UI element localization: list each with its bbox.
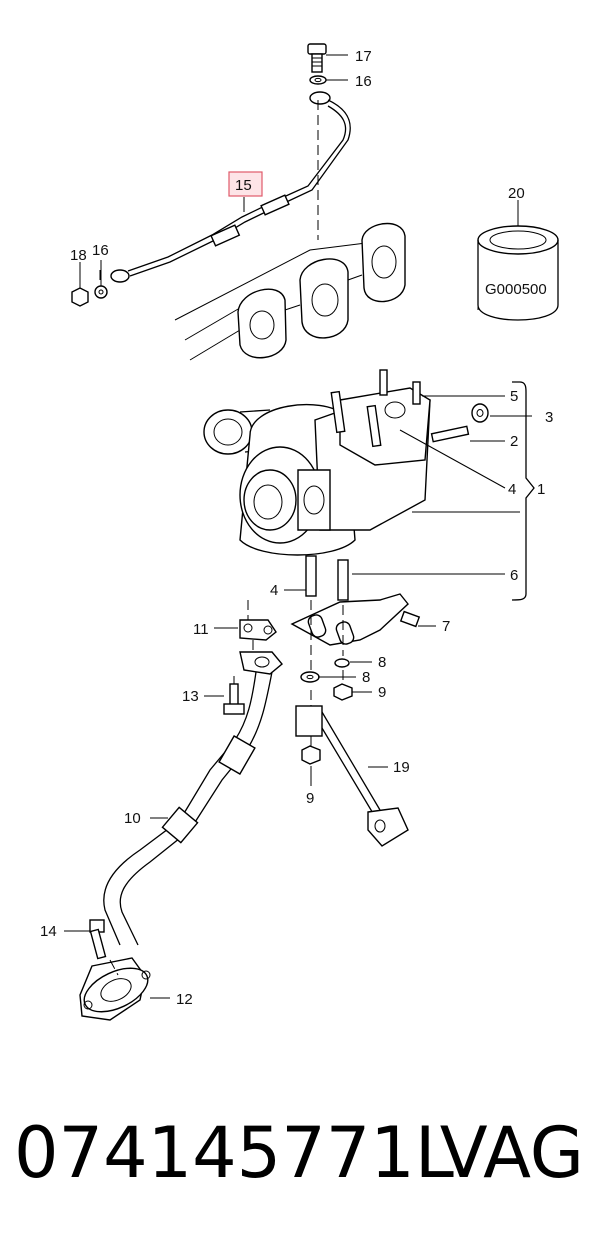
part-number: 074145771L — [14, 1112, 454, 1194]
callout-10: 10 — [124, 810, 141, 827]
support-studs — [305, 555, 349, 601]
callout-16-nut: 16 — [92, 242, 109, 259]
callout-4: 4 — [508, 481, 516, 498]
callout-9-nut: 9 — [306, 790, 314, 807]
support-bracket — [290, 593, 421, 646]
callout-1: 1 — [537, 481, 545, 498]
callout-13: 13 — [182, 688, 199, 705]
oil-return-pipe — [79, 619, 283, 1021]
oil-filter: G000500 — [477, 225, 559, 321]
leader-lines — [64, 54, 532, 999]
callout-15-highlight — [228, 171, 263, 197]
callout-19: 19 — [393, 759, 410, 776]
callout-6: 6 — [510, 567, 518, 584]
callout-7: 7 — [442, 618, 450, 635]
callout-2: 2 — [510, 433, 518, 450]
turbocharger-exploded-diagram: G000500 — [40, 43, 559, 1021]
callout-18: 18 — [70, 247, 87, 264]
callout-labels: 17 16 15 20 18 16 5 3 2 4 1 6 4 11 7 8 8… — [40, 48, 553, 1008]
callout-11: 11 — [193, 621, 209, 638]
callout-16: 16 — [355, 73, 372, 90]
part-footer: 074145771L VAG — [0, 1098, 600, 1208]
brand-name: VAG — [439, 1112, 584, 1194]
callout-4-stud: 4 — [270, 582, 278, 599]
oil-feed-line — [71, 43, 351, 307]
washers-and-nuts — [300, 658, 353, 765]
exhaust-manifold — [174, 222, 406, 361]
callout-14: 14 — [40, 923, 57, 940]
turbocharger — [203, 369, 431, 556]
callout-5: 5 — [510, 388, 518, 405]
group-bracket — [511, 381, 535, 601]
callout-8-washer: 8 — [362, 669, 370, 686]
callout-12: 12 — [176, 991, 193, 1008]
callout-17: 17 — [355, 48, 372, 65]
svg-text:G000500: G000500 — [485, 281, 547, 298]
callout-8: 8 — [378, 654, 386, 671]
stud-and-nut — [430, 403, 489, 443]
callout-20: 20 — [508, 185, 525, 202]
support-arm — [295, 705, 409, 847]
callout-15: 15 — [235, 177, 252, 194]
callout-3: 3 — [545, 409, 553, 426]
callout-9: 9 — [378, 684, 386, 701]
